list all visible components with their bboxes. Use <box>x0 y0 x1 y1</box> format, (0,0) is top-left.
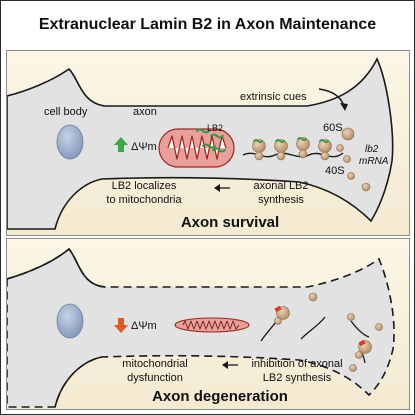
pathway-arrow-icon-degeneration <box>222 361 238 369</box>
cell-body-outline <box>6 247 106 408</box>
axon-degeneration-label: Axon degeneration <box>152 388 288 405</box>
free-ribosome-subunits-icon <box>336 127 371 192</box>
degeneration-diagram: ΔΨm mitochondrial dysfunction <box>6 247 395 408</box>
extrinsic-cues-arrow-icon <box>318 88 348 111</box>
extrinsic-cues-label: extrinsic cues <box>240 91 307 103</box>
stalled-translation-icon <box>260 292 383 372</box>
inhibition-of-axonal-label-line2: LB2 synthesis <box>263 372 332 384</box>
membrane-potential-decrease-arrow-icon <box>114 318 128 333</box>
cell-body-label: cell body <box>44 106 88 118</box>
degeneration-panel: ΔΨm mitochondrial dysfunction <box>6 238 410 410</box>
lb2-localizes-label-line1: LB2 localizes <box>112 180 177 192</box>
lb2-protein-icon <box>196 128 226 153</box>
axonal-lb2-synthesis-label-line2: synthesis <box>258 194 304 206</box>
delta-psi-m-label-degenerating: ΔΨm <box>131 320 157 332</box>
lb2-localizes-label-line2: to mitochondria <box>106 194 182 206</box>
axon-label: axon <box>133 106 157 118</box>
lb2-mrna-label-line2: mRNA <box>359 156 389 167</box>
survival-diagram: cell body axon ΔΨm LB2 <box>6 57 394 231</box>
lb2-label: LB2 <box>207 123 223 133</box>
mitochondrial-dysfunction-label-line1: mitochondrial <box>122 358 187 370</box>
mitochondrial-dysfunction-label-line2: dysfunction <box>127 372 183 384</box>
ribosome-40s-label: 40S <box>325 165 345 177</box>
axon-survival-label: Axon survival <box>181 214 279 231</box>
polysome-icon <box>252 137 332 161</box>
dysfunctional-mitochondrion-icon <box>174 317 250 333</box>
survival-panel: cell body axon ΔΨm LB2 <box>6 50 410 236</box>
inhibition-of-axonal-label-line1: inhibition of axonal <box>251 358 342 370</box>
nucleus-degenerating <box>56 303 84 339</box>
pathway-arrow-icon <box>214 184 230 192</box>
delta-psi-m-label: ΔΨm <box>131 141 157 153</box>
axonal-lb2-synthesis-label-line1: axonal LB2 <box>253 180 308 192</box>
mitochondrion-icon <box>158 128 235 168</box>
ribosome-60s-label: 60S <box>323 122 343 134</box>
nucleus <box>56 124 84 160</box>
lb2-mrna-label-line1: lb2 <box>365 144 379 155</box>
membrane-potential-increase-arrow-icon <box>114 137 128 152</box>
figure-title: Extranuclear Lamin B2 in Axon Maintenanc… <box>38 16 377 33</box>
